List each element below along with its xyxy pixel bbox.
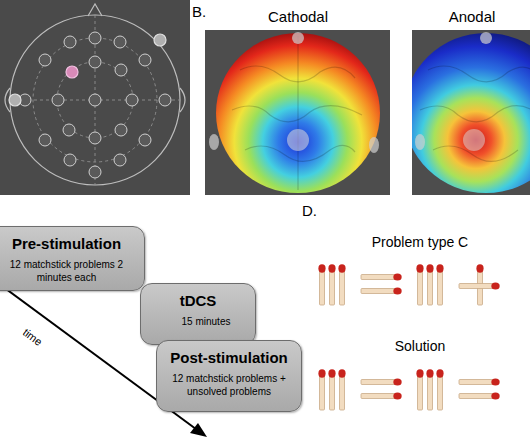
matchstick: [459, 282, 500, 289]
stage-box: tDCS15 minutes: [140, 283, 256, 345]
matchstick: [416, 369, 423, 410]
matchstick: [328, 264, 335, 305]
stage-description: 12 matchstick problems 2 minutes each: [8, 258, 126, 284]
matchstick: [459, 392, 500, 399]
electrode-pad: [415, 134, 425, 150]
electrode-pad: [369, 137, 379, 153]
electrode-pad: [209, 134, 219, 150]
panel-background: [205, 30, 390, 195]
panel-label: Solution: [395, 338, 446, 354]
target-electrode: [66, 66, 78, 78]
head-outline: [10, 15, 180, 185]
reference-electrode: [9, 94, 21, 106]
electrode-map: [0, 0, 190, 195]
matchstick: [436, 264, 443, 305]
matchstick-equation: [318, 264, 499, 305]
panel-label: time: [21, 326, 45, 348]
matchstick-equation: [318, 369, 499, 410]
matchstick: [361, 378, 402, 385]
panel-label: Problem type C: [372, 234, 468, 250]
stage-title: tDCS: [147, 292, 249, 310]
brain-sulci: [232, 36, 362, 190]
panel-label: D.: [302, 202, 317, 219]
panel-label: Cathodal: [268, 8, 328, 25]
matchstick: [436, 369, 443, 410]
matchstick: [318, 369, 325, 410]
stage-box: Post-stimulation 12 matchstick problems +…: [156, 340, 302, 412]
map-background: [0, 0, 190, 195]
ear: [180, 88, 185, 112]
electrode-pad: [480, 32, 492, 44]
panel-label: B.: [192, 3, 206, 20]
arrow-head: [190, 423, 207, 437]
matchstick: [459, 378, 500, 385]
matchstick: [361, 392, 402, 399]
matchstick: [361, 273, 402, 280]
matchstick: [318, 264, 325, 305]
matchstick: [338, 264, 345, 305]
stage-description: 15 minutes: [147, 315, 265, 328]
brain-map: [216, 33, 380, 193]
matchstick: [361, 287, 402, 294]
brain-map: [412, 33, 530, 193]
grid-circle: [33, 38, 157, 162]
stage-title: Pre-stimulation: [0, 235, 138, 253]
nose: [88, 4, 102, 16]
anodal-panel: [412, 30, 530, 195]
matchstick: [426, 264, 433, 305]
panel-label: Anodal: [449, 8, 496, 25]
electrodes: [19, 32, 171, 178]
matchstick: [338, 369, 345, 410]
grid-circle: [57, 62, 133, 138]
stage-description: 12 matchstick problems + unsolved proble…: [170, 372, 288, 398]
electrode-pad: [287, 129, 309, 151]
matchstick: [416, 264, 423, 305]
electrode-pad: [463, 129, 485, 151]
matchstick: [328, 369, 335, 410]
stage-title: Post-stimulation: [163, 349, 295, 367]
stage-box: Pre-stimulation 12 matchstick problems 2 …: [0, 226, 145, 291]
matchstick: [426, 369, 433, 410]
brain-sulci: [420, 66, 530, 161]
electrode-pad: [292, 32, 304, 44]
reference-electrode: [154, 34, 166, 46]
